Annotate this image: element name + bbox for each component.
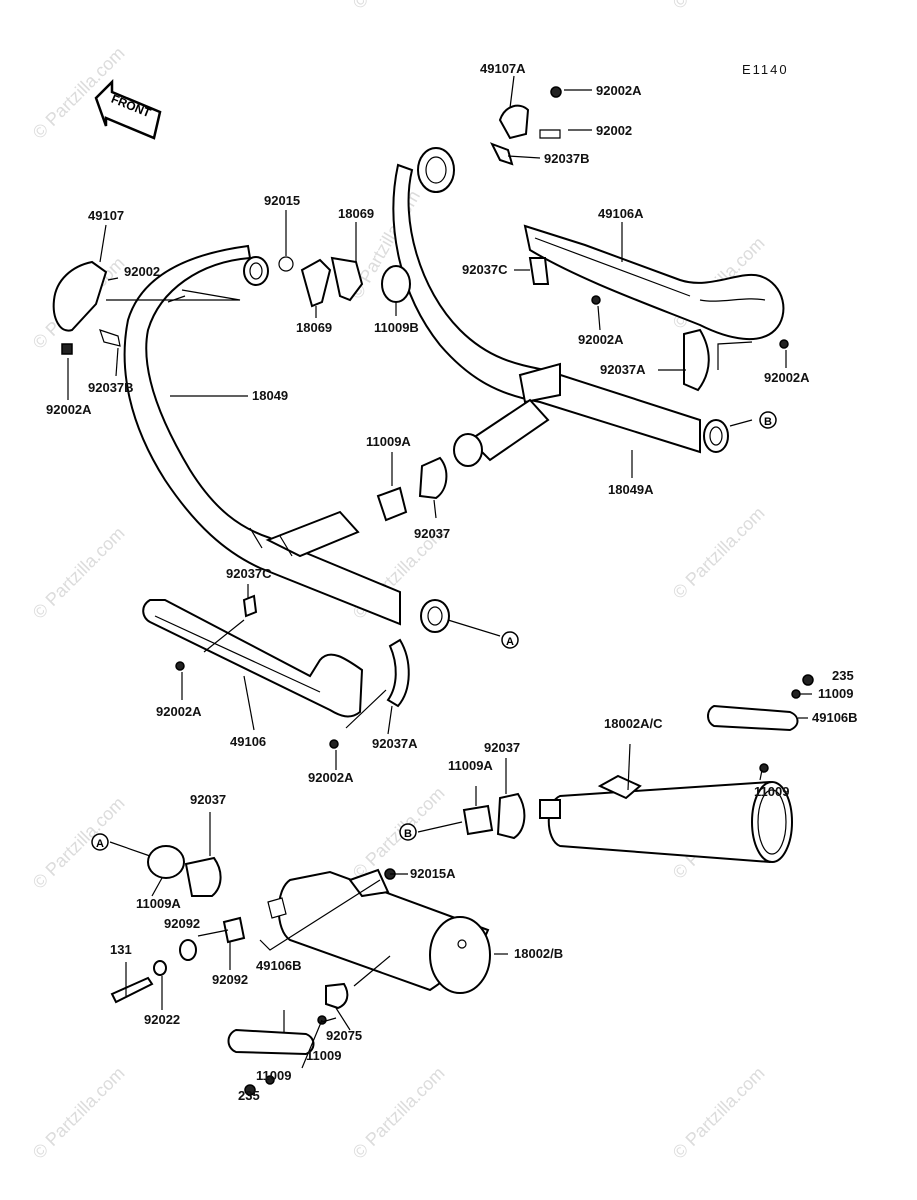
clamp-92037-right — [496, 792, 526, 840]
callout-A-right: A — [501, 631, 519, 649]
part-label: 11009A — [448, 758, 493, 773]
part-label: 49106 — [230, 734, 266, 749]
part-label: 92002A — [156, 704, 202, 719]
bolt-92002A — [175, 661, 185, 671]
watermark: © Partzilla.com — [669, 0, 769, 13]
shield-49107 — [52, 260, 121, 355]
washer-92022 — [153, 960, 167, 976]
watermark: © Partzilla.com — [669, 1063, 769, 1163]
callout-B-left: B — [399, 823, 417, 841]
part-label: 92092 — [164, 916, 200, 931]
clamp-92037C-right — [528, 257, 550, 285]
clamp-92037 — [418, 456, 448, 500]
callout-A-left: A — [91, 833, 109, 851]
bolt-92002A — [591, 295, 601, 305]
watermark: © Partzilla.com — [349, 1063, 449, 1163]
diagram-code: E1140 — [742, 62, 789, 77]
watermark: © Partzilla.com — [29, 523, 129, 623]
gasket-11009A-right — [462, 804, 494, 836]
part-label: 11009 — [754, 784, 789, 799]
clamp-92037C-left — [242, 594, 258, 618]
muffler-18002AC — [539, 774, 793, 864]
collar-92092-a — [222, 916, 246, 944]
part-label: 92002A — [578, 332, 624, 347]
watermark: © Partzilla.com — [29, 1063, 129, 1163]
svg-text:A: A — [506, 636, 514, 648]
part-label: 92015 — [264, 193, 300, 208]
part-label: 18049 — [252, 388, 288, 403]
part-label: 11009A — [136, 896, 181, 911]
gasket-11009A-left — [147, 845, 185, 879]
bolt-92002A — [779, 339, 789, 349]
part-labels: 49107A 92002A 92002 92037B 49107 92002 9… — [46, 61, 858, 1103]
part-label: 18002A/C — [604, 716, 663, 731]
part-label: 92037 — [190, 792, 226, 807]
part-label: 11009 — [256, 1068, 291, 1083]
part-label: 49106A — [598, 206, 644, 221]
heat-shield-49106A — [523, 224, 785, 341]
clamp-92037-left — [184, 856, 222, 897]
part-label: 11009 — [306, 1048, 341, 1063]
part-label: 92002 — [124, 264, 160, 279]
part-label: 49107 — [88, 208, 124, 223]
part-label: 92092 — [212, 972, 248, 987]
part-label: 92015A — [410, 866, 456, 881]
bracket-49106B-left — [227, 1015, 327, 1096]
collar-92092-b — [179, 939, 197, 961]
front-arrow-icon: FRONT — [94, 78, 162, 140]
part-label: 18069 — [338, 206, 374, 221]
bracket-49106B-right — [707, 674, 814, 773]
part-label: 92002 — [596, 123, 632, 138]
part-label: 92037B — [88, 380, 134, 395]
part-label: 92037C — [226, 566, 272, 581]
svg-text:B: B — [404, 828, 412, 840]
watermark: © Partzilla.com — [349, 0, 449, 13]
part-label: 131 — [110, 942, 132, 957]
shield-49107A — [489, 86, 562, 166]
muffler-18002B — [267, 868, 491, 994]
gasket-11009A — [376, 486, 408, 522]
part-label: 235 — [832, 668, 854, 683]
part-label: 92037C — [462, 262, 508, 277]
part-label: 11009 — [818, 686, 853, 701]
svg-text:A: A — [96, 838, 104, 850]
heat-shield-49106 — [142, 599, 410, 718]
part-label: 92037A — [600, 362, 646, 377]
bracket-18069 — [278, 256, 364, 308]
part-label: 49106B — [256, 958, 302, 973]
part-label: 18069 — [296, 320, 332, 335]
part-label: 49107A — [480, 61, 526, 76]
exhaust-pipe-18049 — [123, 244, 450, 633]
part-label: 235 — [238, 1088, 260, 1103]
leader-lines — [67, 75, 812, 1069]
bolt-92002A — [329, 739, 339, 749]
part-label: 92037A — [372, 736, 418, 751]
part-label: 92037 — [414, 526, 450, 541]
rubber-92075 — [325, 982, 349, 1010]
part-label: 92037B — [544, 151, 590, 166]
part-label: 92002A — [308, 770, 354, 785]
part-label: 11009A — [366, 434, 411, 449]
part-label: 18049A — [608, 482, 654, 497]
part-label: 92075 — [326, 1028, 362, 1043]
part-label: 92022 — [144, 1012, 180, 1027]
part-label: 92002A — [46, 402, 92, 417]
part-label: 18002/B — [514, 946, 563, 961]
gasket-11009B — [381, 265, 411, 303]
exhaust-pipe-18049A — [392, 147, 729, 467]
callout-B-right: B — [759, 411, 777, 429]
part-label: 92037 — [484, 740, 520, 755]
watermark: © Partzilla.com — [669, 503, 769, 603]
svg-text:B: B — [764, 416, 772, 428]
part-label: 11009B — [374, 320, 419, 335]
clamp-92037A-right — [683, 328, 710, 392]
bolt-131 — [110, 976, 154, 1004]
part-label: 92002A — [596, 83, 642, 98]
part-label: 49106B — [812, 710, 858, 725]
part-label: 92002A — [764, 370, 810, 385]
